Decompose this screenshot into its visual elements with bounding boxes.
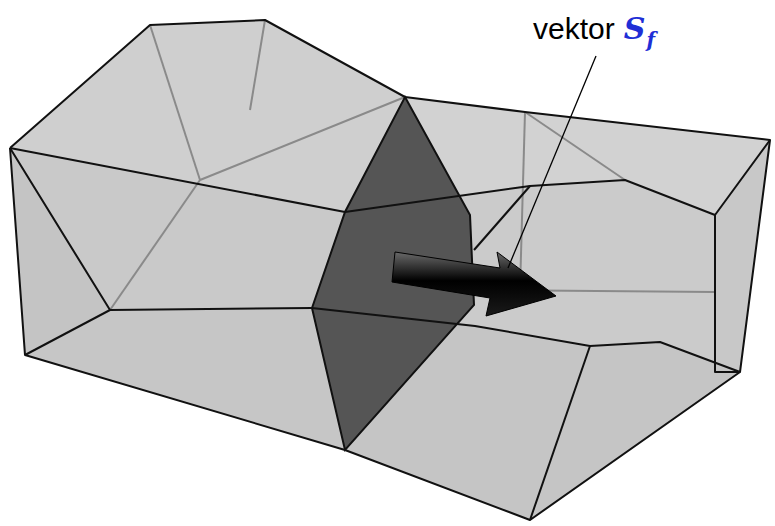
label-text: vektor bbox=[533, 12, 615, 45]
callout-label: vektorSf bbox=[533, 14, 655, 44]
vector-subscript: f bbox=[646, 28, 655, 52]
leader-line bbox=[508, 56, 596, 268]
cell-face bbox=[715, 140, 770, 372]
vector-symbol: S bbox=[624, 11, 646, 46]
cell-face bbox=[25, 308, 345, 450]
normal-vector-arrow bbox=[392, 252, 556, 316]
visible-edges bbox=[10, 20, 770, 520]
